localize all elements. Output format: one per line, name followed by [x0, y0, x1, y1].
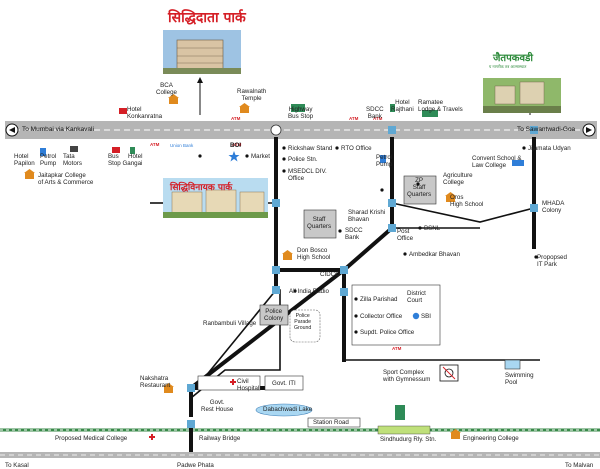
label-zilla-parishad: Zilla Parishad: [360, 296, 398, 303]
label-hotel-papilon: Hotel Papilon: [14, 153, 35, 167]
project-title-top: सिद्धिदाता पार्क: [168, 10, 246, 26]
label-dabachwadi-lake: Dabachwadi Lake: [263, 406, 313, 413]
project-title-mid: सिद्धिविनायक पार्क: [170, 183, 233, 193]
svg-text:ATM: ATM: [232, 142, 242, 147]
label-sdcc-bank-mid: SDCC Bank: [345, 227, 363, 241]
label-collector-office: Collector Office: [360, 313, 403, 320]
label-supdt-police-office: Supdt. Police Office: [360, 329, 415, 336]
label-jaitapkar-college: Jaitapkar College of Arts & Commerce: [38, 172, 94, 186]
label-oros-high-school: Oros High School: [450, 194, 484, 208]
label-civil-hospital: Civil Hospital: [237, 378, 260, 392]
highway-left-label: To Mumbai via Kankavali: [22, 126, 94, 133]
label-sbi: SBI: [421, 313, 431, 320]
svg-text:ATM: ATM: [231, 116, 241, 121]
label-police-colony: Police Colony: [264, 308, 284, 322]
label-all-india-radio: All India Radio: [289, 288, 329, 295]
label-hotel-left: Hotel: [128, 153, 143, 160]
label-jijamata-udyan: Jijamata Udyan: [528, 145, 571, 152]
label-highway-bus-stop: Highway Bus Stop: [288, 106, 314, 120]
label-sharad-krishi-bhavan: Sharad Krishi Bhavan: [348, 209, 386, 223]
transport-icons: [40, 104, 524, 420]
label-to-malvan: To Malvan: [565, 462, 594, 469]
label-sdcc-bank-top: SDCC Bank: [366, 106, 384, 120]
label-bca-college: BCA College: [156, 82, 177, 96]
label-proposed-it-park: Propopsed IT Park: [537, 254, 567, 268]
project-image-mid: [163, 178, 268, 218]
label-railway-bridge: Railway Bridge: [199, 435, 241, 442]
boi-star-icon: [228, 151, 240, 162]
label-to-kasal: To Kasal: [5, 462, 29, 469]
label-govt-rest-house: Govt. Rest House: [201, 399, 234, 413]
label-zp-staff-quarters: ZP Staff Quarters: [407, 177, 432, 198]
label-proposed-medical-college: Proposed Medical College: [55, 435, 128, 442]
label-station-road: Station Road: [313, 419, 349, 426]
label-sindhudurg-stn: Sindhudurg Rly. Stn.: [380, 436, 437, 443]
label-padwe-phata: Padwe Phata: [177, 462, 214, 469]
svg-text:ATM: ATM: [373, 116, 383, 121]
label-govt-iti: Govt. ITI: [272, 380, 296, 387]
label-engineering-college: Engineering College: [463, 435, 519, 442]
label-nakshatra-restaurant: Nakshatra Restaurant: [140, 375, 171, 389]
label-rickshaw-stand: Rickshaw Stand: [288, 145, 333, 152]
svg-text:ATM: ATM: [392, 346, 402, 351]
label-ramatee-lodge: Ramatee Lodge & Travels: [418, 99, 463, 113]
label-don-bosco: Don Bosco High School: [297, 247, 331, 261]
label-convent-school: Convent School & Law College: [472, 155, 522, 169]
label-petrol-pump-left: Petrol Pump: [40, 153, 57, 167]
label-bus-stop-gangai: Bus Stop Gangai: [108, 153, 143, 167]
label-district-court: District Court: [407, 290, 426, 304]
bullet-icons: [198, 146, 538, 334]
highway-road: [5, 121, 597, 139]
label-swimming-pool: Swimming Pool: [505, 372, 534, 386]
label-rto-office: RTO Office: [341, 145, 372, 152]
project-tagline-right: य नागरीक तत्र आत्मास्थात: [489, 64, 527, 69]
lake-shape: [255, 403, 313, 417]
label-bsnl: BSNL: [424, 225, 441, 232]
project-image-top: [163, 30, 241, 74]
label-ranbambuli-village: Ranbambuli Village: [203, 320, 257, 327]
label-msedcl-office: MSEDCL DIV. Office: [288, 168, 327, 182]
label-ambedkar-bhavan: Ambedkar Bhavan: [409, 251, 460, 258]
label-agriculture-college: Agriculture College: [443, 172, 473, 186]
project-image-right: [483, 78, 561, 113]
label-mhada-colony: MHADA Colony: [542, 200, 565, 214]
label-boi: BOI: [230, 142, 242, 149]
label-police-parade-ground: Police Parade Ground: [294, 313, 312, 331]
hospital-icons: [149, 379, 236, 440]
highway-right-label: To Sawantwadi-Goa: [517, 126, 576, 133]
label-market: Market: [251, 153, 270, 160]
label-rawalnath-temple: Rawalnath Temple: [237, 88, 267, 102]
label-staff-quarters: Staff Quarters: [307, 216, 332, 230]
label-tata-motors: Tata Motors: [63, 153, 82, 167]
label-hotel-rajthani: Hotel Rajthani: [391, 99, 414, 113]
atm-icons: ATM ATM ATM ATM ATM ATM: [150, 116, 402, 351]
label-police-stn: Police Stn.: [288, 156, 318, 163]
label-sport-complex: Sport Complex with Gymnessum: [383, 369, 431, 383]
label-hotel-konkanratna: Hotel Konkanratna: [127, 106, 163, 120]
label-petrol-pump-mid: Petrol Pump: [376, 154, 393, 168]
project-title-right: जैतपकवडी: [493, 53, 533, 64]
label-union-bank: Union Bank: [170, 143, 194, 148]
svg-text:ATM: ATM: [150, 142, 160, 147]
svg-text:ATM: ATM: [349, 116, 359, 121]
label-post-office: Post Office: [397, 228, 414, 242]
temple-icons: [24, 94, 461, 439]
label-cidco: CIDCO: [320, 271, 340, 278]
